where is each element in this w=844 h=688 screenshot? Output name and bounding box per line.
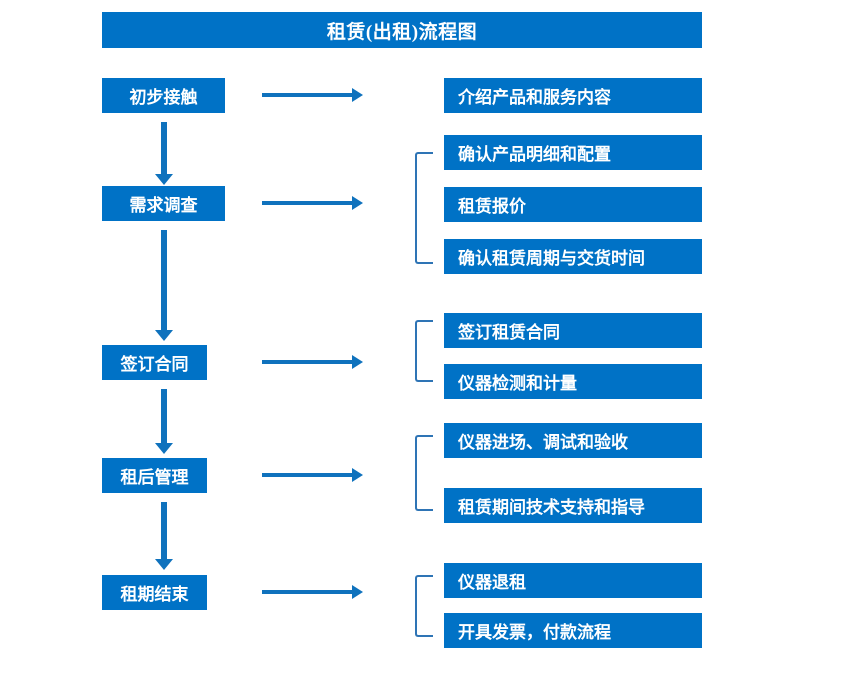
detail-box-stage-5-2[interactable]: 开具发票，付款流程 bbox=[444, 613, 702, 648]
stage-box-stage-4[interactable]: 租后管理 bbox=[102, 458, 207, 493]
stage-box-stage-3[interactable]: 签订合同 bbox=[102, 345, 207, 380]
arrow-head bbox=[352, 468, 363, 482]
detail-label: 租赁报价 bbox=[458, 197, 526, 216]
detail-label: 签订租赁合同 bbox=[458, 323, 560, 342]
stage-4-detail-arrow-icon bbox=[262, 468, 363, 482]
arrow-head bbox=[155, 559, 173, 570]
stage-4-group-bracket bbox=[415, 435, 433, 511]
stage-label: 租后管理 bbox=[120, 468, 189, 487]
arrow-shaft bbox=[161, 502, 167, 559]
arrow-shaft bbox=[262, 93, 352, 97]
stage-box-stage-5[interactable]: 租期结束 bbox=[102, 575, 207, 610]
detail-label: 开具发票，付款流程 bbox=[458, 623, 611, 642]
flow-1-2-arrow-icon bbox=[155, 122, 173, 185]
detail-label: 介绍产品和服务内容 bbox=[458, 88, 611, 107]
detail-box-stage-2-2[interactable]: 租赁报价 bbox=[444, 187, 702, 222]
detail-box-stage-2-3[interactable]: 确认租赁周期与交货时间 bbox=[444, 239, 702, 274]
detail-label: 租赁期间技术支持和指导 bbox=[458, 498, 645, 517]
detail-box-stage-2-1[interactable]: 确认产品明细和配置 bbox=[444, 135, 702, 170]
stage-2-detail-arrow-icon bbox=[262, 196, 363, 210]
detail-label: 仪器退租 bbox=[458, 573, 526, 592]
flow-2-3-arrow-icon bbox=[155, 230, 173, 341]
detail-box-stage-5-1[interactable]: 仪器退租 bbox=[444, 563, 702, 598]
flow-4-5-arrow-icon bbox=[155, 502, 173, 570]
arrow-shaft bbox=[262, 473, 352, 477]
detail-box-stage-3-1[interactable]: 签订租赁合同 bbox=[444, 313, 702, 348]
stage-3-detail-arrow-icon bbox=[262, 355, 363, 369]
arrow-head bbox=[352, 88, 363, 102]
stage-5-group-bracket bbox=[415, 575, 433, 637]
arrow-shaft bbox=[161, 230, 167, 330]
stage-box-stage-1[interactable]: 初步接触 bbox=[102, 78, 225, 113]
detail-box-stage-4-1[interactable]: 仪器进场、调试和验收 bbox=[444, 423, 702, 458]
detail-label: 仪器进场、调试和验收 bbox=[458, 433, 628, 452]
arrow-shaft bbox=[161, 122, 167, 174]
arrow-head bbox=[352, 196, 363, 210]
stage-label: 需求调查 bbox=[129, 196, 198, 215]
detail-box-stage-3-2[interactable]: 仪器检测和计量 bbox=[444, 364, 702, 399]
stage-5-detail-arrow-icon bbox=[262, 585, 363, 599]
arrow-head bbox=[352, 355, 363, 369]
stage-label: 签订合同 bbox=[120, 355, 189, 374]
arrow-head bbox=[155, 443, 173, 454]
stage-2-group-bracket bbox=[415, 152, 433, 264]
detail-box-stage-1-1[interactable]: 介绍产品和服务内容 bbox=[444, 78, 702, 113]
detail-label: 确认产品明细和配置 bbox=[458, 145, 611, 164]
arrow-shaft bbox=[262, 590, 352, 594]
arrow-shaft bbox=[262, 201, 352, 205]
stage-box-stage-2[interactable]: 需求调查 bbox=[102, 186, 225, 221]
stage-label: 初步接触 bbox=[129, 88, 198, 107]
stage-1-detail-arrow-icon bbox=[262, 88, 363, 102]
detail-box-stage-4-2[interactable]: 租赁期间技术支持和指导 bbox=[444, 488, 702, 523]
arrow-shaft bbox=[161, 389, 167, 443]
page-title: 租赁(出租)流程图 bbox=[102, 12, 702, 48]
stage-label: 租期结束 bbox=[120, 585, 189, 604]
arrow-head bbox=[155, 174, 173, 185]
stage-3-group-bracket bbox=[415, 320, 433, 382]
detail-label: 仪器检测和计量 bbox=[458, 374, 577, 393]
arrow-head bbox=[352, 585, 363, 599]
detail-label: 确认租赁周期与交货时间 bbox=[458, 249, 645, 268]
arrow-shaft bbox=[262, 360, 352, 364]
arrow-head bbox=[155, 330, 173, 341]
flow-3-4-arrow-icon bbox=[155, 389, 173, 454]
